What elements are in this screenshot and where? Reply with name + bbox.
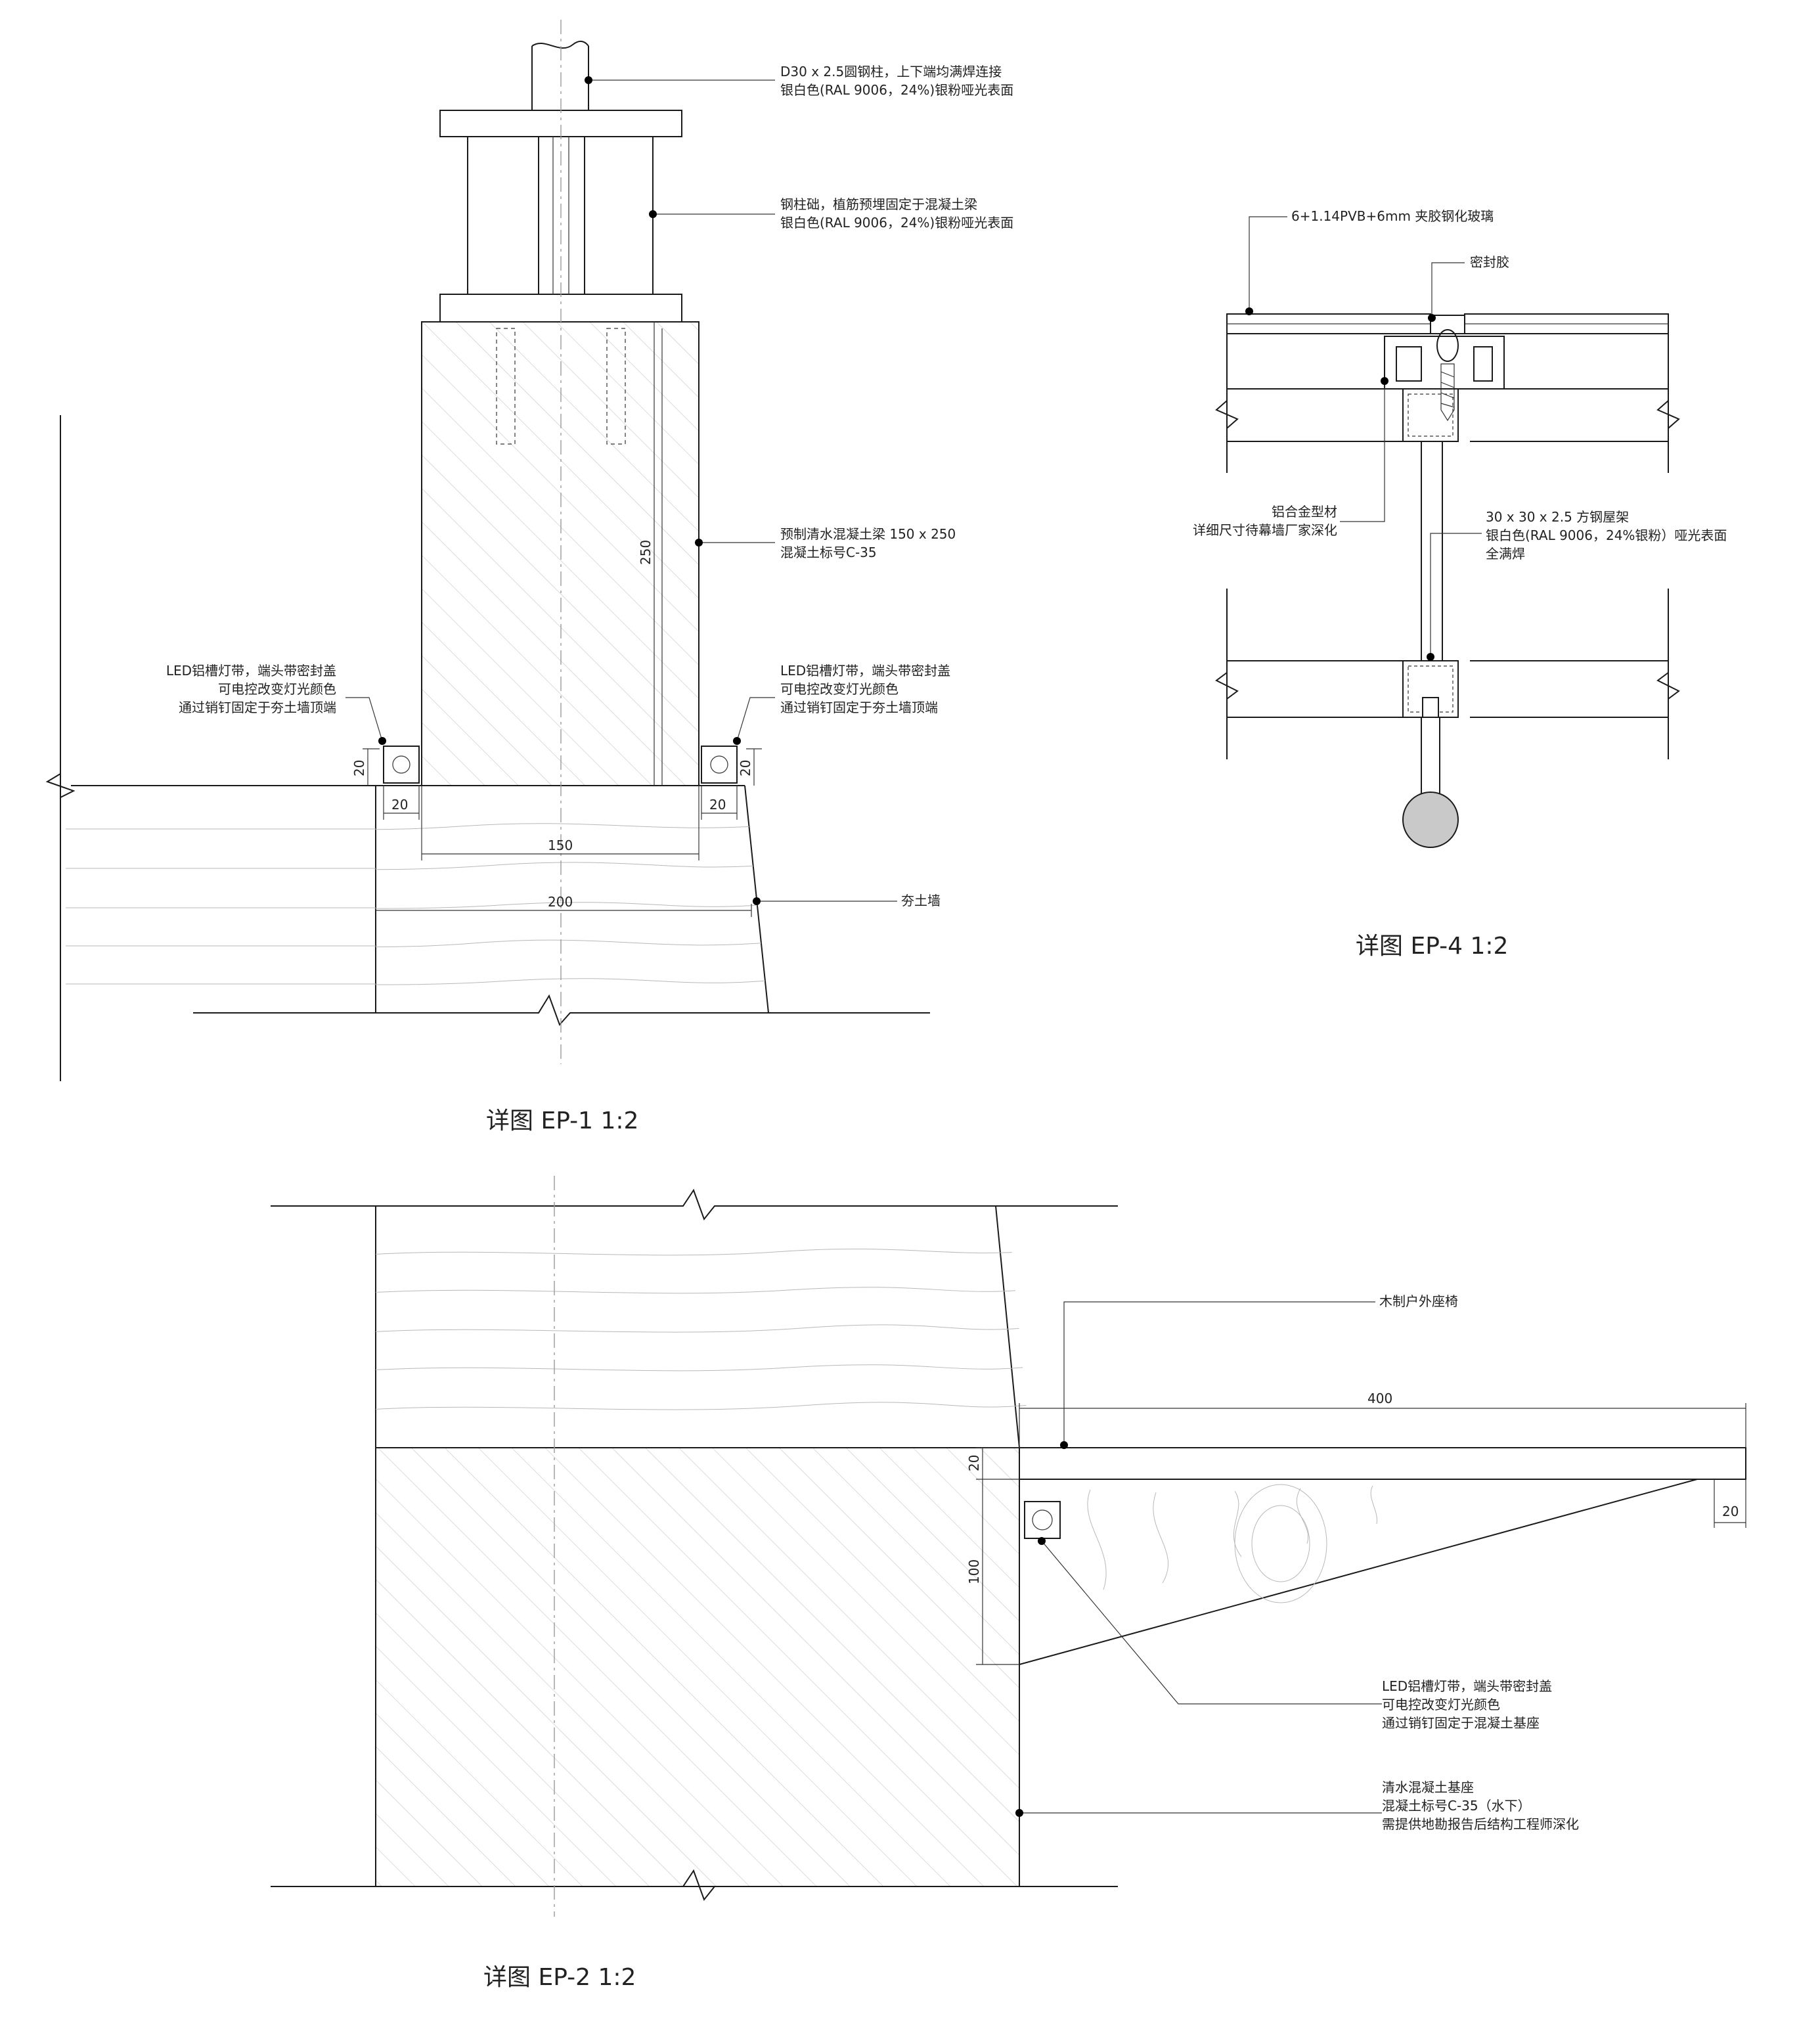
ep1-note-beam-1: 预制清水混凝土梁 150 x 250	[780, 526, 956, 542]
ep2-caption: 详图 EP-2 1:2	[483, 1964, 636, 1991]
ep1-note-led-right-2: 可电控改变灯光颜色	[780, 681, 899, 697]
ep4-screw	[1440, 363, 1455, 422]
ep4-note-frame-2: 银白色(RAL 9006，24%银粉）哑光表面	[1486, 527, 1727, 543]
detail-ep2: 400 20 100 20 木制户外座椅 LED铝槽灯带，端头带密封盖 可电控改…	[271, 1176, 1746, 1991]
ep4-leader-lines	[1245, 216, 1482, 661]
ep2-concrete-base	[375, 1447, 1020, 1887]
ep2-led-channel	[1024, 1501, 1061, 1539]
ep4-note-sealant: 密封胶	[1470, 254, 1509, 270]
ep1-bottom-break-line	[193, 994, 930, 1026]
ep1-note-led-left-3: 通过销钉固定于夯土墙顶端	[179, 700, 336, 715]
ep1-dim-20-right-height: 20	[738, 760, 753, 776]
ep1-note-base-2: 银白色(RAL 9006，24%)银粉哑光表面	[780, 215, 1013, 231]
ep1-leader-lines	[345, 76, 897, 905]
ep1-note-led-left-2: 可电控改变灯光颜色	[218, 681, 336, 697]
ep1-dim-200: 200	[548, 894, 573, 910]
ep2-wooden-bench	[1019, 1447, 1746, 1665]
ep1-led-channel-left	[383, 746, 420, 784]
ep1-dim-20-left-width: 20	[391, 797, 408, 813]
detail-ep1: 250 20 20 20 20 150 200 D30 x 2.5圆钢柱，上下端…	[45, 20, 1013, 1134]
ep2-top-break-line	[271, 1188, 1118, 1221]
ep2-note-base-1: 清水混凝土基座	[1382, 1779, 1474, 1795]
ep2-note-led-1: LED铝槽灯带，端头带密封盖	[1382, 1678, 1552, 1694]
ep2-dim-100: 100	[966, 1559, 982, 1584]
ep2-dim-400: 400	[1367, 1391, 1392, 1406]
ep1-note-led-right-3: 通过销钉固定于夯土墙顶端	[780, 700, 938, 715]
ep1-note-wall: 夯土墙	[901, 893, 941, 908]
ep1-dim-20-right-width: 20	[709, 797, 726, 813]
ep1-rammed-earth-wall	[66, 785, 769, 1014]
ep4-caption: 详图 EP-4 1:2	[1356, 933, 1508, 960]
ep1-dim-150: 150	[548, 837, 573, 853]
ep2-rammed-earth-wall	[375, 1205, 1031, 1448]
detail-ep4: 6+1.14PVB+6mm 夹胶钢化玻璃 密封胶 铝合金型材 详细尺寸待幕墙厂家…	[1193, 208, 1727, 960]
ep1-caption: 详图 EP-1 1:2	[486, 1107, 638, 1134]
ep1-note-column-2: 银白色(RAL 9006，24%)银粉哑光表面	[780, 82, 1013, 98]
ep4-steel-ball	[1402, 792, 1459, 848]
ep4-note-frame-1: 30 x 30 x 2.5 方钢屋架	[1486, 509, 1629, 525]
ep2-dimension-lines	[976, 1403, 1746, 1665]
ep4-note-glass: 6+1.14PVB+6mm 夹胶钢化玻璃	[1291, 208, 1494, 224]
ep1-note-beam-2: 混凝土标号C-35	[780, 545, 877, 560]
ep1-note-column-1: D30 x 2.5圆钢柱，上下端均满焊连接	[780, 64, 1002, 79]
ep4-sealant	[1430, 315, 1465, 334]
ep4-square-tube-top	[1402, 388, 1459, 442]
ep4-beam-lines	[1215, 334, 1680, 759]
ep2-dim-20-width: 20	[1722, 1504, 1739, 1519]
ep4-note-profile-2: 详细尺寸待幕墙厂家深化	[1193, 522, 1337, 538]
ep4-note-frame-3: 全满焊	[1486, 546, 1525, 562]
ep1-rebar-right	[606, 328, 626, 445]
ep4-note-profile-1: 铝合金型材	[1272, 504, 1337, 520]
ep1-dim-250: 250	[638, 540, 654, 565]
ep2-note-bench: 木制户外座椅	[1379, 1293, 1458, 1309]
ep1-rebar-left	[496, 328, 516, 445]
ep1-left-break-symbol	[45, 762, 76, 809]
ep2-note-base-3: 需提供地勘报告后结构工程师深化	[1382, 1816, 1579, 1832]
ep1-dim-20-left-height: 20	[351, 760, 367, 776]
ep4-gasket	[1436, 329, 1459, 362]
ep1-round-steel-column	[531, 41, 589, 110]
ep1-note-led-right-1: LED铝槽灯带，端头带密封盖	[780, 663, 950, 679]
ep4-laminated-glass	[1226, 313, 1669, 334]
ep2-note-led-3: 通过销钉固定于混凝土基座	[1382, 1715, 1540, 1731]
ep2-dim-20-height: 20	[966, 1455, 982, 1471]
ep2-note-base-2: 混凝土标号C-35（水下）	[1382, 1798, 1531, 1814]
ep2-leader-lines	[1015, 1301, 1382, 1817]
ep1-note-base-1: 钢柱础，植筋预埋固定于混凝土梁	[780, 196, 977, 212]
ep1-led-channel-right	[701, 746, 738, 784]
ep2-note-led-2: 可电控改变灯光颜色	[1382, 1697, 1500, 1712]
ep1-note-led-left-1: LED铝槽灯带，端头带密封盖	[166, 663, 336, 679]
ep1-dimension-lines	[363, 322, 762, 917]
ep4-aluminum-profile	[1384, 336, 1505, 390]
ep4-connector-rod	[1421, 717, 1440, 797]
ep2-bottom-break-line	[271, 1869, 1118, 1902]
